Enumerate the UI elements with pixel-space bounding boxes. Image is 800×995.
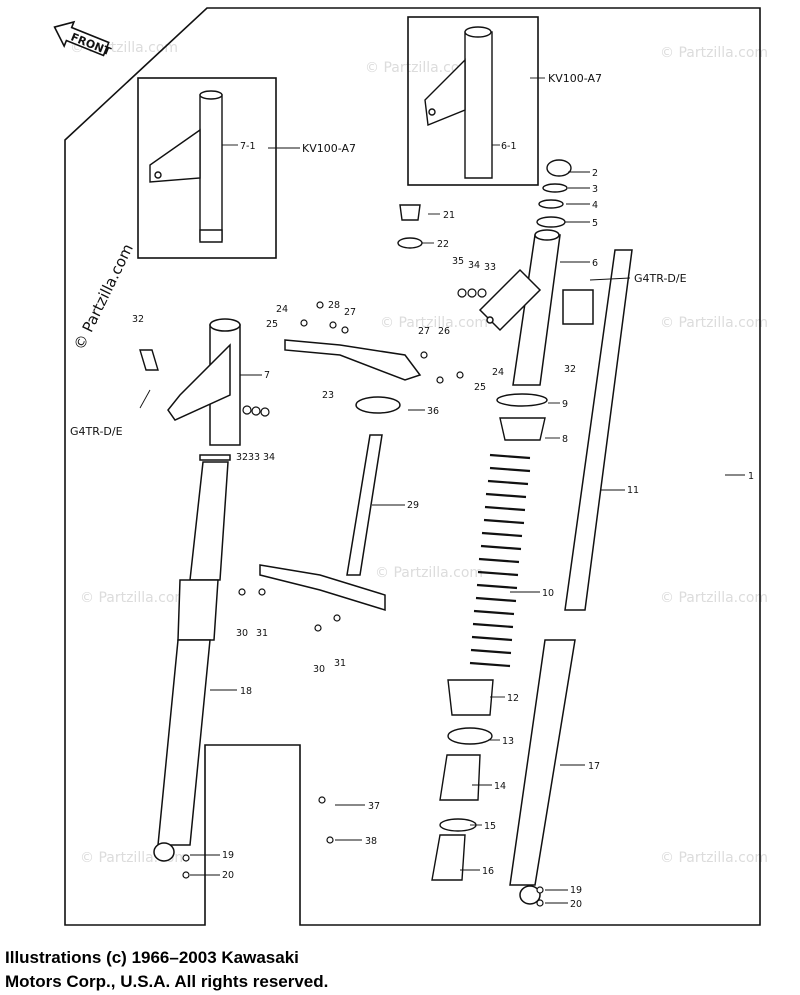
assembly-boundary <box>64 7 761 926</box>
leader-lines <box>139 77 745 904</box>
callout: 33 <box>248 452 260 463</box>
callout: 2 <box>592 168 598 179</box>
parts-diagram: FRONT <box>53 7 761 926</box>
callout: 32 <box>564 364 576 375</box>
callout: 11 <box>627 485 639 496</box>
callout: 4 <box>592 200 598 211</box>
callout: 31 <box>256 628 268 639</box>
right-fork <box>478 229 633 905</box>
callout: 17 <box>588 761 600 772</box>
caption: Illustrations (c) 1966–2003 Kawasaki Mot… <box>5 946 328 994</box>
caption-line-1: Illustrations (c) 1966–2003 Kawasaki <box>5 948 299 967</box>
callout: 29 <box>407 500 419 511</box>
bracket-7-1 <box>149 90 223 243</box>
callout: 6-1 <box>501 141 517 152</box>
callout: 6 <box>592 258 598 269</box>
steering-stem <box>259 339 422 612</box>
callout: 25 <box>266 319 278 330</box>
parts-stack <box>139 159 572 881</box>
callout: 23 <box>322 390 334 401</box>
callout: 36 <box>427 406 439 417</box>
callout: 26 <box>438 326 450 337</box>
callout: 34 <box>263 452 275 463</box>
kit-box-left <box>137 77 277 259</box>
callout: 21 <box>443 210 455 221</box>
callout: 32 <box>132 314 144 325</box>
callout: 22 <box>437 239 449 250</box>
front-arrow: FRONT <box>53 20 113 58</box>
callout: 14 <box>494 781 506 792</box>
callout: 8 <box>562 434 568 445</box>
callout: 37 <box>368 801 380 812</box>
kit-label: KV100-A7 <box>302 142 356 155</box>
callout: 30 <box>313 664 325 675</box>
callout: 28 <box>328 300 340 311</box>
variant-label: G4TR-D/E <box>634 272 687 285</box>
kit-box-right <box>407 16 539 186</box>
callout: 18 <box>240 686 252 697</box>
callout: 15 <box>484 821 496 832</box>
callout: 7-1 <box>240 141 256 152</box>
left-fork <box>153 318 241 862</box>
callout: 5 <box>592 218 598 229</box>
callout: 35 <box>452 256 464 267</box>
callout: 25 <box>474 382 486 393</box>
callout: 9 <box>562 399 568 410</box>
variant-label: G4TR-D/E <box>70 425 123 438</box>
callout: 31 <box>334 658 346 669</box>
callout: 27 <box>418 326 430 337</box>
callout: 3 <box>592 184 598 195</box>
callout: 19 <box>570 885 582 896</box>
callout-labels: 7-1 KV100-A7 6-1 KV100-A7 2 3 4 5 6 G4TR… <box>70 72 754 910</box>
callout: 34 <box>468 260 480 271</box>
callout: 20 <box>570 899 582 910</box>
callout: 7 <box>264 370 270 381</box>
small-fasteners <box>182 288 544 907</box>
callout: 24 <box>276 304 288 315</box>
kit-label: KV100-A7 <box>548 72 602 85</box>
spring <box>469 453 531 668</box>
callout: 1 <box>748 471 754 482</box>
callout: 27 <box>344 307 356 318</box>
bracket-6-1 <box>424 26 493 179</box>
callout: 19 <box>222 850 234 861</box>
callout: 32 <box>236 452 248 463</box>
callout: 12 <box>507 693 519 704</box>
callout: 10 <box>542 588 554 599</box>
callout: 38 <box>365 836 377 847</box>
callout: 16 <box>482 866 494 877</box>
callout: 24 <box>492 367 504 378</box>
callout: 20 <box>222 870 234 881</box>
callout: 13 <box>502 736 514 747</box>
caption-line-2: Motors Corp., U.S.A. All rights reserved… <box>5 972 329 991</box>
callout: 33 <box>484 262 496 273</box>
callout: 30 <box>236 628 248 639</box>
